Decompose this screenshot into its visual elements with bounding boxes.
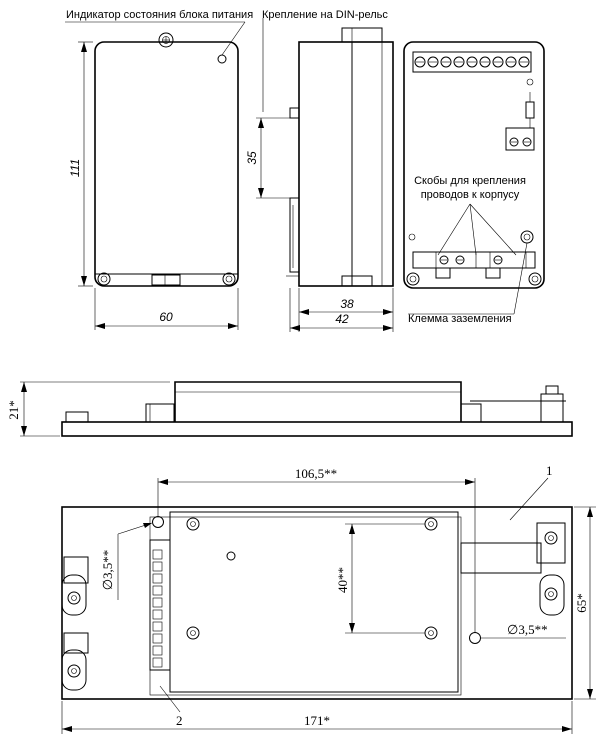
side-view: 35 Крепление на DIN-рельс 38 42 [245, 9, 394, 332]
label-indicator: Индикатор состояния блока питания [66, 9, 253, 21]
dimension-hole-right: ∅3,5** [507, 622, 548, 637]
label-din-mount: Крепление на DIN-рельс [262, 9, 388, 21]
indicator-led [217, 54, 227, 64]
dimension-din-35: 35 [245, 151, 259, 165]
dimension-height-21: 21* [6, 400, 21, 420]
dimension-span-40: 40** [335, 567, 350, 593]
dimension-hole-left: ∅3,5** [100, 550, 115, 591]
dimension-depth-42: 42 [335, 312, 349, 326]
callout-item-2: 2 [176, 713, 183, 728]
open-view: Скобы для крепления проводов к корпусу К… [403, 41, 545, 325]
plan-terminal-row [152, 549, 163, 668]
callout-item-1: 1 [546, 463, 553, 478]
profile-view: 21* [6, 381, 573, 437]
plan-view: 1 2 106,5** 40** ∅3,5** ∅3,5** 65* [61, 463, 596, 734]
dimension-width-65: 65* [574, 593, 589, 613]
terminal-screws [414, 56, 530, 68]
dimension-length-171: 171* [304, 713, 330, 728]
dimension-height-111: 111 [68, 159, 82, 177]
label-brackets-line2: проводов к корпусу [421, 189, 520, 201]
label-ground-terminal: Клемма заземления [408, 313, 512, 325]
fuse [525, 101, 535, 119]
dimension-span-106: 106,5** [295, 466, 337, 481]
dimension-depth-38: 38 [340, 297, 354, 311]
front-view: 111 60 Индикатор состояния блока питания [65, 9, 253, 330]
label-brackets-line1: Скобы для крепления [414, 175, 526, 187]
dimension-width-60: 60 [159, 310, 173, 324]
